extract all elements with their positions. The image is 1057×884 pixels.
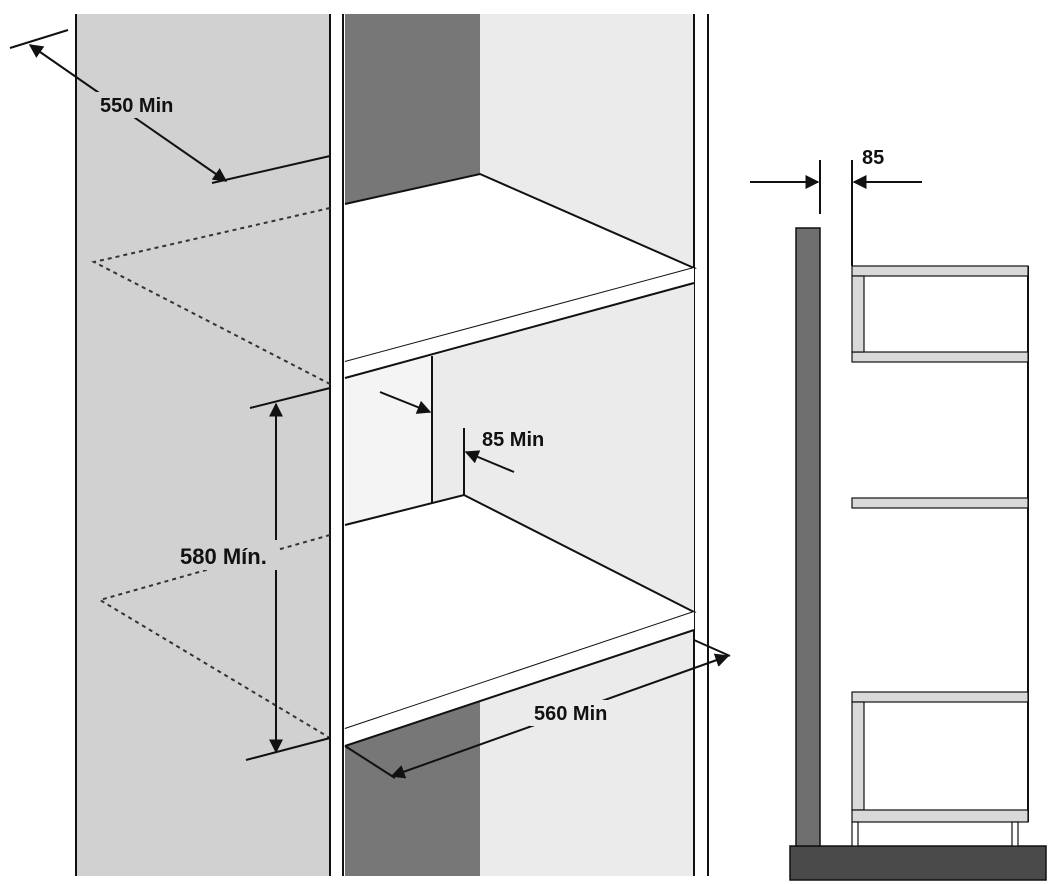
side-gap-label: 85 (862, 147, 884, 169)
back-wall-top (345, 14, 480, 204)
wall (795, 227, 821, 847)
rear-gap-arrow-left (379, 391, 432, 414)
height-label: 580 Mín. (180, 544, 267, 569)
upper-front-post (851, 275, 865, 353)
depth-ext-bottom (211, 155, 331, 184)
hidden-upper-shelf (91, 207, 331, 385)
width-label-bg (530, 700, 618, 726)
niche-side-right (432, 283, 694, 612)
upper-shelf-front (345, 268, 694, 378)
perspective-view: 550 Min 580 Mín. 85 Min 560 Min (9, 14, 731, 876)
depth-ext-top (9, 29, 69, 49)
hidden-lower-shelf (97, 534, 331, 739)
height-ext-top (249, 387, 331, 409)
width-label: 560 Min (534, 703, 607, 725)
middle-shelf-board (851, 497, 1029, 509)
floor-base (789, 845, 1047, 881)
top-board (851, 265, 1029, 277)
depth-label-bg (96, 92, 182, 118)
rear-gap-arrow-right (464, 450, 515, 473)
upper-shelf-top (345, 174, 694, 362)
depth-label: 550 Min (100, 95, 173, 117)
height-ext-bottom (245, 737, 331, 761)
width-ext-right (693, 639, 731, 657)
foot-front (851, 821, 859, 847)
foot-back (1011, 821, 1019, 847)
rear-gap-label: 85 Min (482, 429, 544, 451)
left-side-panel (76, 14, 330, 876)
side-section-view: 85 (750, 147, 1047, 881)
height-label-bg (178, 540, 278, 570)
lower-front-post (851, 701, 865, 811)
bottom-board (851, 809, 1029, 823)
width-ext-left (344, 745, 396, 779)
lower-board-1 (851, 691, 1029, 703)
upper-board-2 (851, 351, 1029, 363)
niche-back-left (345, 356, 432, 525)
upper-shelf-bottom-edge (344, 282, 695, 379)
